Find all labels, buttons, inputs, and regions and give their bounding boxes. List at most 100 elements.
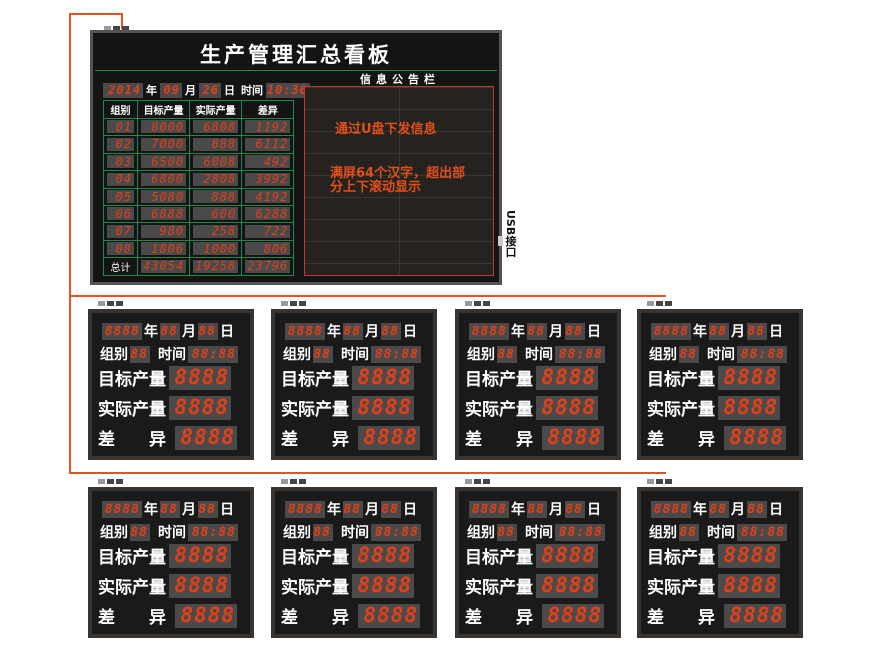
led-value: 6008 (193, 155, 239, 169)
target-display: 8888 (352, 543, 414, 568)
target-display: 8888 (352, 365, 414, 390)
day-label: 日 (587, 502, 601, 518)
led-value: 7000 (141, 137, 187, 151)
column-header: 目标产量 (136, 100, 191, 119)
target-display: 8888 (718, 543, 780, 568)
actual-label: 实际产量 (281, 578, 349, 598)
time-display: 88:88 (555, 345, 605, 363)
table-cell: 4192 (241, 187, 295, 206)
diff-label: 差 异 (465, 608, 533, 628)
year-label: 年 (693, 502, 707, 518)
connector-icon (465, 301, 490, 306)
time-label: 时间 (341, 347, 369, 363)
actual-label: 实际产量 (98, 400, 166, 420)
table-cell: 19258 (189, 257, 243, 277)
day-display: 88 (565, 322, 585, 340)
connector-icon (98, 301, 123, 306)
target-label: 目标产量 (647, 370, 715, 390)
table-cell: 02 (103, 135, 138, 154)
diff-label: 差 异 (647, 430, 715, 450)
time-label: 时间 (707, 347, 735, 363)
target-display: 8888 (169, 365, 231, 390)
day-display: 26 (199, 82, 221, 98)
day-display: 88 (747, 500, 767, 518)
month-label: 月 (731, 324, 745, 340)
diff-label: 差 异 (647, 608, 715, 628)
table-cell: 1000 (189, 239, 243, 259)
led-value: 05 (107, 190, 134, 203)
diff-display: 8888 (724, 603, 786, 628)
time-display: 88:88 (371, 523, 421, 541)
led-value: 6112 (245, 137, 291, 151)
actual-display: 8888 (169, 573, 231, 598)
led-value: 1000 (193, 242, 239, 256)
led-value: 492 (245, 155, 291, 169)
table-cell: 600 (189, 204, 243, 224)
table-cell: 7000 (136, 135, 191, 154)
group-display: 88 (497, 345, 517, 363)
led-value: 888 (193, 137, 239, 151)
connector-icon (281, 479, 306, 484)
time-label: 时间 (158, 525, 186, 541)
diff-label: 差 异 (281, 608, 349, 628)
usb-label: USB接口 (504, 210, 517, 258)
time-label: 时间 (707, 525, 735, 541)
time-display: 88:88 (188, 345, 238, 363)
actual-display: 8888 (352, 395, 414, 420)
summary-board: 生产管理汇总看板 2014 年 09 月 26 日 时间 10:30 组别目标产… (90, 30, 502, 285)
day-display: 88 (381, 500, 401, 518)
group-label: 组别 (467, 525, 495, 541)
led-value: 08 (107, 242, 134, 256)
table-cell: 04 (103, 170, 138, 189)
group-label: 组别 (100, 525, 128, 541)
table-cell: 03 (103, 152, 138, 172)
year-label: 年 (693, 324, 707, 340)
table-cell: 6888 (136, 204, 191, 224)
signal-wire (69, 295, 666, 297)
table-cell: 5080 (136, 187, 191, 206)
month-display: 09 (160, 82, 182, 98)
table-cell: 43054 (136, 257, 191, 277)
day-display: 88 (747, 322, 767, 340)
diff-label: 差 异 (98, 430, 166, 450)
total-value: 43054 (141, 259, 187, 274)
month-label: 月 (549, 502, 563, 518)
table-cell: 01 (103, 117, 138, 137)
time-display: 88:88 (555, 523, 605, 541)
usb-port-icon (498, 236, 503, 246)
total-label: 总计 (103, 257, 138, 277)
divider (95, 70, 497, 71)
month-label: 月 (365, 502, 379, 518)
day-display: 88 (198, 500, 218, 518)
table-cell: 888 (189, 187, 243, 206)
year-display: 8888 (469, 322, 509, 340)
day-label: 日 (587, 324, 601, 340)
month-display: 88 (160, 500, 180, 518)
year-display: 8888 (469, 500, 509, 518)
diff-label: 差 异 (98, 608, 166, 628)
year-display: 8888 (651, 500, 691, 518)
actual-display: 8888 (718, 395, 780, 420)
year-label: 年 (144, 324, 158, 340)
led-value: 06 (107, 207, 134, 221)
connector-icon (465, 479, 490, 484)
month-display: 88 (160, 322, 180, 340)
year-display: 8888 (285, 500, 325, 518)
